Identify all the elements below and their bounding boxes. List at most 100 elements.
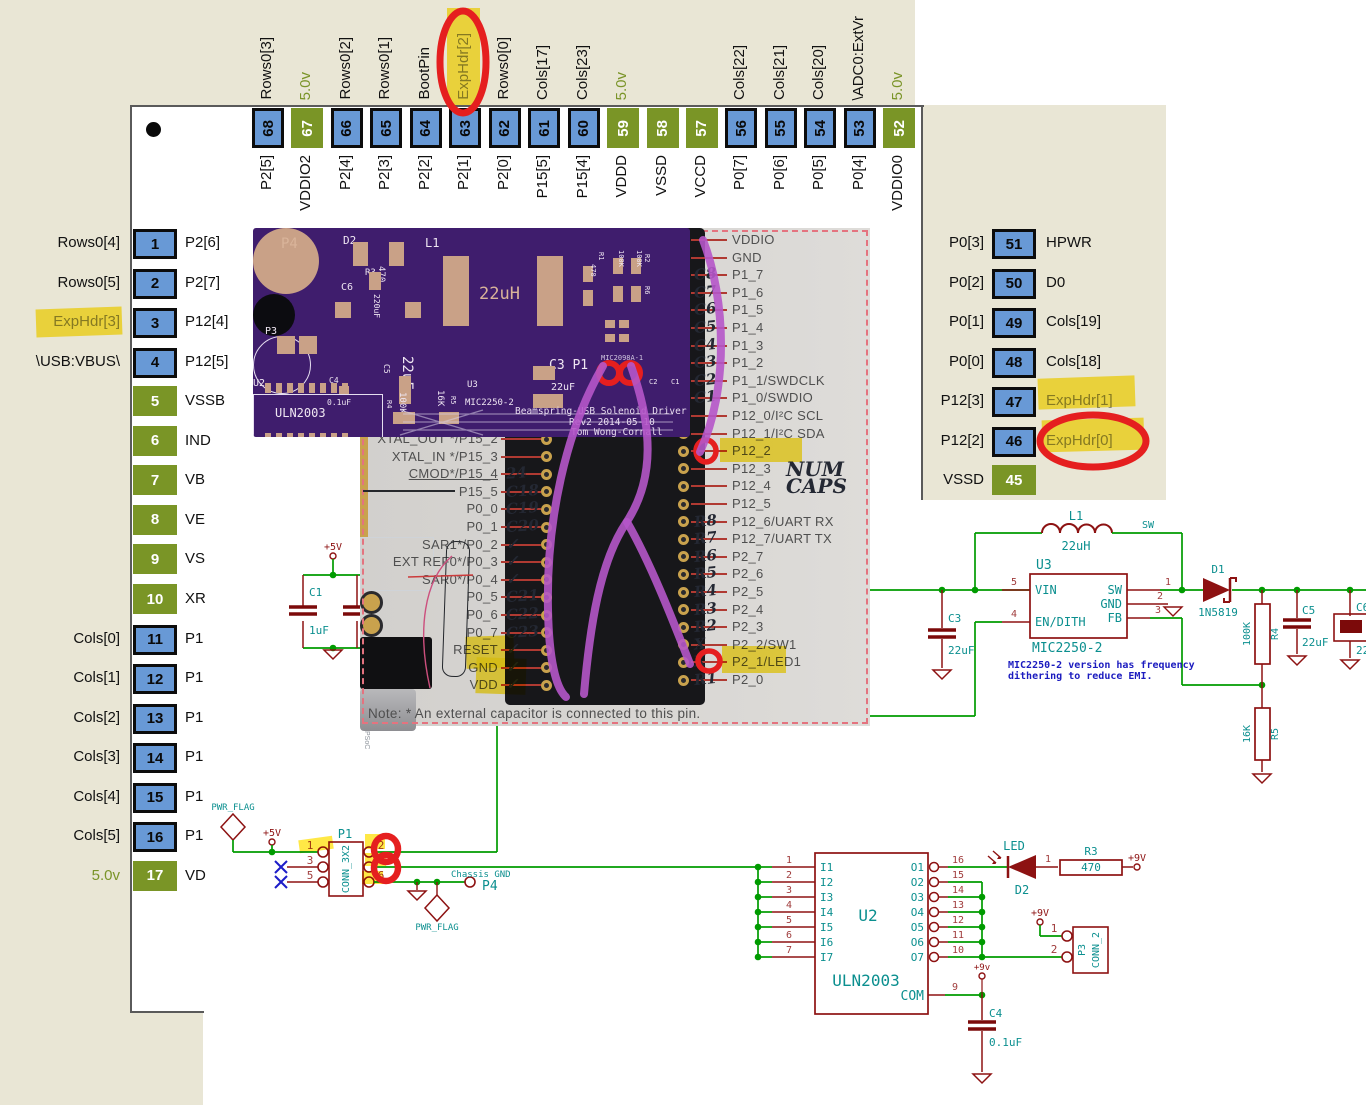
pin-46: 46 bbox=[992, 426, 1036, 457]
external-cap-note: Note: * An external capacitor is connect… bbox=[368, 706, 701, 721]
swd-outline bbox=[360, 537, 434, 591]
leader-line bbox=[691, 608, 727, 611]
board-pin-label: P12_5 bbox=[732, 496, 772, 511]
svg-text:3: 3 bbox=[307, 854, 314, 867]
component-U3-MIC2250[interactable]: U3MIC2250-254VINEN/DITHSWGNDFB123MIC2250… bbox=[868, 533, 1266, 717]
board-pin-label: P1_6 bbox=[732, 284, 764, 300]
svg-text:C4: C4 bbox=[989, 1007, 1003, 1020]
inductor-outline bbox=[253, 394, 383, 437]
leader-line bbox=[501, 526, 541, 528]
pcb-pad bbox=[339, 386, 349, 394]
pin-64: 64 bbox=[409, 108, 442, 148]
svg-text:C3: C3 bbox=[948, 612, 961, 625]
svg-text:22uF: 22uF bbox=[1302, 636, 1329, 649]
pin-hole bbox=[678, 551, 689, 563]
leader-line bbox=[501, 578, 541, 581]
highlighter-marks bbox=[35, 8, 1145, 884]
leader-line bbox=[691, 503, 727, 505]
pin1-indicator-dot bbox=[146, 122, 161, 137]
pin-54: 54 bbox=[804, 108, 837, 148]
leader-line bbox=[691, 309, 727, 312]
svg-text:SW: SW bbox=[1142, 520, 1155, 531]
component-U2-ULN2003[interactable]: U2ULN2003COM1I116O12I215O23I314O34I413O4… bbox=[754, 852, 990, 1015]
svg-text:1: 1 bbox=[1051, 922, 1058, 935]
svg-text:O6: O6 bbox=[911, 936, 924, 949]
pcb-pad bbox=[331, 433, 337, 437]
board-pin-label: VDDIO bbox=[732, 232, 775, 247]
svg-text:4: 4 bbox=[786, 900, 792, 911]
highlight bbox=[475, 657, 527, 695]
svg-text:U2: U2 bbox=[858, 906, 877, 925]
pcb-pad bbox=[443, 256, 469, 326]
pin-left-label-14: Cols[3] bbox=[73, 748, 120, 766]
svg-text:P1: P1 bbox=[338, 827, 352, 841]
swd-pad bbox=[360, 447, 368, 465]
marker-stroke bbox=[623, 518, 694, 668]
board-side-text: PSoC bbox=[363, 731, 370, 750]
component-C6[interactable]: C622uF bbox=[1333, 590, 1366, 671]
pcb-pad bbox=[287, 433, 293, 437]
board-pin-label: P0_6 bbox=[466, 607, 498, 622]
pcb-pad bbox=[619, 320, 629, 328]
board-pin-label: P0_7 bbox=[466, 624, 498, 640]
svg-text:O2: O2 bbox=[911, 876, 924, 889]
leader-line bbox=[691, 362, 727, 365]
silkscreen-text: C3 P1 bbox=[549, 358, 589, 373]
silkscreen-text: 22uH bbox=[479, 284, 520, 304]
svg-text:LED: LED bbox=[1003, 839, 1025, 853]
pin-left-label-48: P0[0] bbox=[948, 352, 984, 370]
pin-right-label-16: P1 bbox=[185, 827, 204, 845]
svg-text:O3: O3 bbox=[911, 891, 924, 904]
svg-text:FB: FB bbox=[1108, 611, 1122, 625]
red-circle-exphdr2 bbox=[436, 7, 490, 117]
leader-line bbox=[691, 239, 727, 241]
svg-text:C1: C1 bbox=[309, 586, 322, 599]
svg-text:I5: I5 bbox=[820, 921, 833, 934]
pin-67: 67 bbox=[291, 108, 324, 148]
board-pin-label: P2_0 bbox=[732, 672, 764, 687]
pin-8: 8 bbox=[133, 504, 177, 535]
silkscreen-text: U2 bbox=[253, 378, 266, 389]
svg-text:1: 1 bbox=[1045, 854, 1051, 865]
pin-65: 65 bbox=[370, 108, 403, 148]
pin-10: 10 bbox=[133, 584, 177, 615]
leader-line bbox=[501, 543, 541, 546]
svg-text:O5: O5 bbox=[911, 921, 924, 934]
silkscreen-text: C4 bbox=[329, 376, 339, 385]
svg-text:13: 13 bbox=[952, 900, 964, 911]
pin-left-label-46: P12[2] bbox=[940, 431, 984, 449]
leader-line bbox=[501, 649, 541, 652]
svg-text:+5V: +5V bbox=[263, 828, 281, 839]
pin-17: 17 bbox=[133, 860, 177, 891]
mount-hole bbox=[253, 294, 295, 336]
leader-line bbox=[691, 291, 727, 294]
svg-text:I7: I7 bbox=[820, 951, 833, 964]
silkscreen-text: P4 bbox=[281, 236, 298, 252]
pin-59: 59 bbox=[607, 108, 640, 148]
solenoid-driver-pcb-photo[interactable]: P4D2R3470C6220uFL122uH470R1100K100KR2R6M… bbox=[253, 228, 690, 437]
silkscreen-text: MIC2250-2 bbox=[465, 398, 514, 408]
purple-marker-strokes bbox=[543, 236, 725, 701]
pcb-pad bbox=[320, 383, 326, 393]
pcb-pad bbox=[369, 272, 381, 290]
svg-text:SW: SW bbox=[1108, 583, 1123, 597]
pad-circle bbox=[360, 614, 383, 637]
pen-dash bbox=[363, 489, 455, 493]
component-C4[interactable]: C40.1uF bbox=[968, 995, 1022, 1085]
silkscreen-text: D2 bbox=[343, 234, 357, 247]
svg-text:22uF: 22uF bbox=[1356, 644, 1366, 657]
pin-hole bbox=[541, 503, 552, 515]
leader-line bbox=[501, 631, 541, 634]
mount-pad bbox=[253, 228, 319, 294]
pin-right-label-50: D0 bbox=[1046, 273, 1066, 291]
red-circle-p2_1 bbox=[695, 648, 723, 674]
